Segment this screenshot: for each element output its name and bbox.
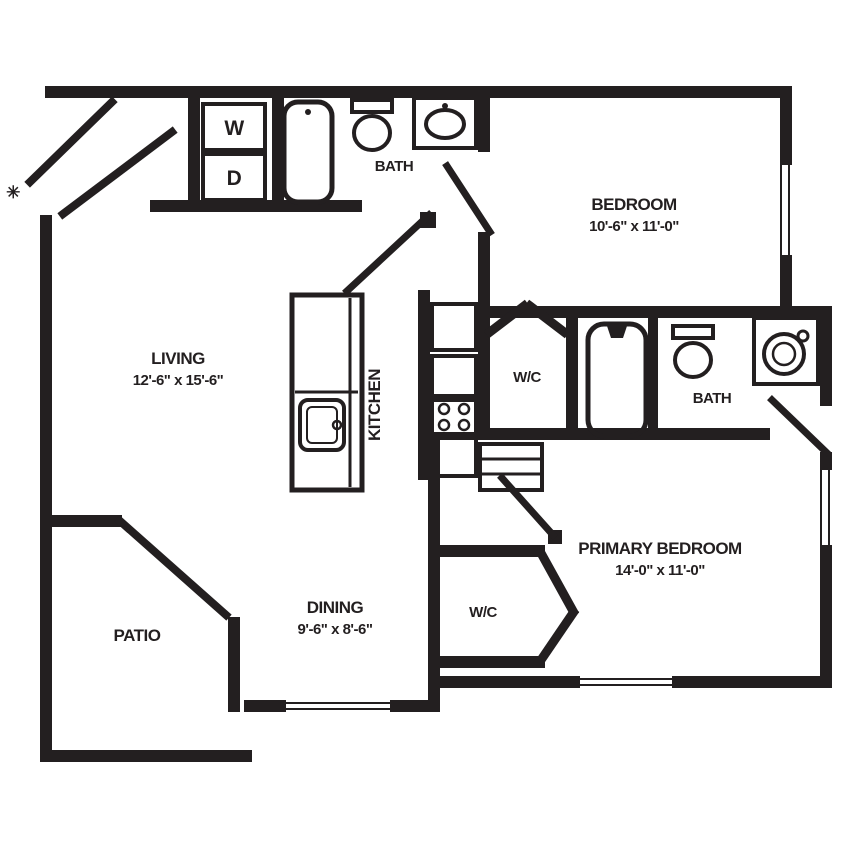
bathtub-icon xyxy=(281,99,335,205)
door-swings xyxy=(24,96,831,667)
island-faucet-icon xyxy=(331,419,343,431)
walls xyxy=(40,86,832,762)
wall xyxy=(672,676,832,688)
island-sink-basin-icon xyxy=(306,406,338,444)
wall xyxy=(820,452,832,470)
wall xyxy=(45,86,792,98)
wall xyxy=(40,515,122,527)
wall xyxy=(418,290,430,480)
primary-door-swing xyxy=(497,473,558,540)
entry-door-swing xyxy=(57,126,178,220)
wc-hall-angled-wall xyxy=(483,299,531,339)
window xyxy=(580,684,672,686)
dryer-icon xyxy=(201,152,267,202)
wall xyxy=(228,617,240,712)
wall xyxy=(390,700,432,712)
room-dims-living: 12'-6" x 15'-6" xyxy=(133,372,224,389)
toilet-tank-icon xyxy=(350,98,394,114)
windows xyxy=(286,165,830,710)
primary-bath-door-swing xyxy=(767,395,831,457)
wall xyxy=(780,255,792,318)
room-label-wc-primary: W/C xyxy=(469,604,497,621)
wall xyxy=(780,86,792,165)
burner-icon xyxy=(437,418,451,432)
primary-sink-faucet-icon xyxy=(796,329,810,343)
wall xyxy=(820,306,832,406)
wc-primary-angled-wall xyxy=(534,606,580,667)
counter-icon xyxy=(430,354,478,398)
wall xyxy=(428,656,545,668)
wall xyxy=(478,232,490,318)
primary-bathtub-icon xyxy=(585,321,649,439)
room-labels: ✳ LIVING 12'-6" x 15'-6" BEDROOM 10'-6" … xyxy=(6,158,742,645)
window xyxy=(286,702,390,704)
wall xyxy=(566,306,578,440)
stove-icon xyxy=(430,398,478,436)
primary-tub-faucet-icon xyxy=(607,326,627,338)
fixtures: W D xyxy=(201,96,820,493)
sink-icon xyxy=(424,108,466,140)
patio-door-swing xyxy=(114,515,232,621)
sink-faucet-icon xyxy=(442,103,448,109)
wall xyxy=(40,750,252,762)
wall xyxy=(188,98,200,208)
primary-sink-basin-icon xyxy=(771,341,797,367)
primary-toilet-bowl-icon xyxy=(673,341,713,379)
room-dims-primary-bedroom: 14'-0" x 11'-0" xyxy=(615,562,705,579)
primary-sink-icon xyxy=(762,332,806,376)
room-label-patio: PATIO xyxy=(114,626,161,645)
tub-faucet-icon xyxy=(305,109,311,115)
wc-primary-angled-wall xyxy=(534,546,580,618)
primary-toilet-tank-icon xyxy=(671,324,715,340)
bath-door-swing xyxy=(342,210,434,296)
washer-icon xyxy=(201,102,267,152)
window xyxy=(580,678,672,680)
window xyxy=(788,165,790,255)
wall xyxy=(272,98,284,208)
wall xyxy=(478,306,490,440)
burner-icon xyxy=(437,402,451,416)
toilet-bowl-icon xyxy=(352,114,392,152)
cabinet-icon xyxy=(430,436,478,478)
room-dims-dining: 9'-6" x 8'-6" xyxy=(298,621,373,638)
wall xyxy=(428,545,545,557)
window xyxy=(780,165,782,255)
window xyxy=(820,470,822,545)
closet-shelves-icon xyxy=(478,442,544,492)
primary-vanity-icon xyxy=(752,316,820,386)
window xyxy=(286,708,390,710)
room-label-wc-hall: W/C xyxy=(513,369,541,386)
room-label-kitchen: KITCHEN xyxy=(365,369,384,441)
bedroom-door-swing xyxy=(442,161,495,237)
burner-icon xyxy=(457,418,471,432)
dryer-label: D xyxy=(227,167,242,190)
room-label-bath-primary: BATH xyxy=(693,390,732,407)
island-sink-icon xyxy=(298,398,346,452)
vanity-icon xyxy=(412,96,478,150)
entry-marker: ✳ xyxy=(6,183,20,202)
room-label-primary-bedroom: PRIMARY BEDROOM xyxy=(578,539,742,558)
wc-hall-angled-wall xyxy=(523,299,571,339)
room-label-dining: DINING xyxy=(307,598,364,617)
washer-label: W xyxy=(224,117,244,140)
room-label-bath-hall: BATH xyxy=(375,158,414,175)
room-label-living: LIVING xyxy=(151,349,205,368)
wall xyxy=(428,440,440,712)
burner-icon xyxy=(457,402,471,416)
wall xyxy=(648,318,658,428)
wall xyxy=(244,700,286,712)
window xyxy=(828,470,830,545)
wall xyxy=(478,98,490,152)
room-dims-bedroom: 10'-6" x 11'-0" xyxy=(589,218,679,235)
wall xyxy=(820,545,832,688)
wall xyxy=(40,215,52,762)
room-label-bedroom: BEDROOM xyxy=(591,195,677,214)
wall xyxy=(428,676,580,688)
entry-door-swing xyxy=(24,96,118,188)
fridge-icon xyxy=(430,302,478,352)
kitchen-island-icon xyxy=(289,292,365,493)
